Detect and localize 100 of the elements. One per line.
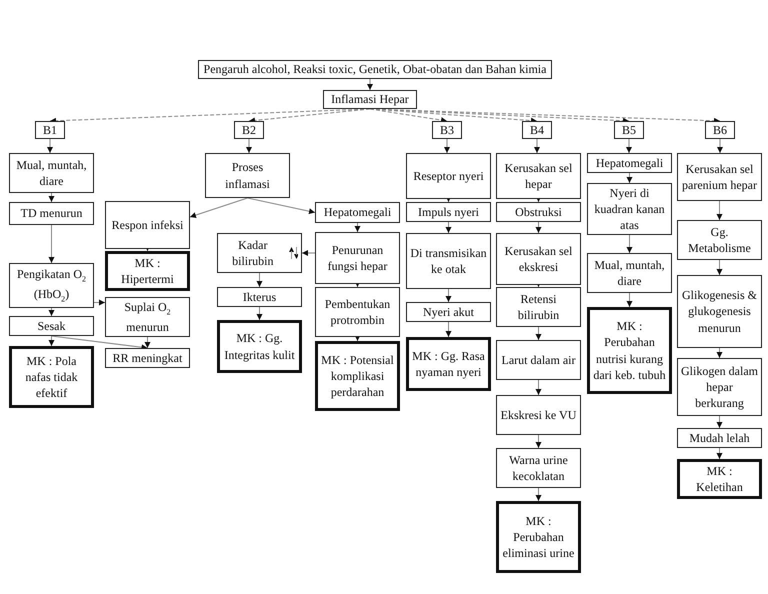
process-box xyxy=(496,340,581,380)
node-text: Proses inflamasi xyxy=(224,159,271,192)
diagnosis-box xyxy=(9,346,94,408)
arrow xyxy=(256,306,262,320)
process-box xyxy=(496,153,581,199)
diagnosis-box xyxy=(315,341,400,411)
node-text: MK : Pola nafas tidak efektif xyxy=(24,352,79,402)
process-box xyxy=(234,121,264,139)
arrow xyxy=(94,300,106,306)
process-box xyxy=(406,202,491,222)
arrow xyxy=(444,138,450,154)
process-box xyxy=(406,233,491,289)
node-text: MK : Gg. Integritas kulit xyxy=(223,330,296,363)
arrow xyxy=(536,380,542,396)
arrow xyxy=(302,250,316,256)
process-box xyxy=(406,302,491,322)
process-box xyxy=(614,121,644,139)
process-box xyxy=(9,263,94,308)
process-box xyxy=(323,90,417,109)
arrow xyxy=(536,488,542,502)
node-text: Nyeri akut xyxy=(423,304,474,320)
process-box xyxy=(496,202,581,222)
node-text: Pengaruh alcohol, Reaksi toxic, Genetik, Obat-obatan dan Bahan kimia xyxy=(204,61,546,78)
arrow xyxy=(248,108,370,124)
process-box xyxy=(105,201,190,249)
arrow xyxy=(256,272,262,288)
arrow xyxy=(716,448,722,460)
node-text: Ikterus xyxy=(242,288,276,306)
process-box xyxy=(587,153,672,173)
arrow xyxy=(51,336,148,350)
process-box xyxy=(496,287,581,327)
process-box xyxy=(406,153,491,199)
node-text: Penurunan fungsi hepar xyxy=(326,242,388,274)
node-text: Glikogenesis & glukogenesis menurun xyxy=(681,287,758,336)
node-text: Pembentukan protrombin xyxy=(324,296,392,328)
process-box xyxy=(705,121,735,139)
arrow xyxy=(626,172,632,184)
node-text: Respon infeksi xyxy=(112,216,184,234)
arrow xyxy=(716,260,722,276)
arrow xyxy=(370,108,448,124)
arrow xyxy=(446,222,452,234)
process-box xyxy=(587,183,672,235)
process-box xyxy=(9,316,94,336)
node-text: Suplai O$_{2}$ menurun xyxy=(123,299,172,335)
process-box xyxy=(315,202,400,223)
node-text: Retensi bilirubin xyxy=(516,290,560,324)
node-text: MK : Keletihan xyxy=(695,462,744,496)
process-box xyxy=(35,121,65,139)
node-text: Obstruksi xyxy=(515,204,562,220)
arrow xyxy=(48,336,54,346)
arrow xyxy=(246,138,252,154)
node-text: Gg. Metabolisme xyxy=(687,224,752,256)
node-text: Sesak xyxy=(38,318,66,334)
process-box xyxy=(496,448,581,488)
process-box xyxy=(315,287,400,337)
node-text: B5 xyxy=(622,122,636,138)
arrow xyxy=(48,224,54,264)
process-box xyxy=(677,275,762,348)
process-box xyxy=(496,395,581,435)
node-text: MK : Potensial komplikasi perdarahan xyxy=(321,352,394,400)
node-text: Di transmisikan ke otak xyxy=(410,244,487,278)
process-box xyxy=(522,121,552,139)
process-box xyxy=(587,253,672,293)
node-text: MK : Gg. Rasa nyaman nyeri xyxy=(412,348,485,380)
arrow xyxy=(48,308,54,316)
node-text: Hepatomegali xyxy=(324,204,392,221)
node-text: RR meningkat xyxy=(112,350,182,366)
process-box xyxy=(677,153,762,201)
node-text: Warna urine kecoklatan xyxy=(508,452,569,484)
node-text: Larut dalam air xyxy=(502,352,576,368)
arrow xyxy=(534,138,540,154)
arrow xyxy=(536,222,542,234)
node-text: Glikogen dalam hepar berkurang xyxy=(681,362,758,412)
process-box xyxy=(677,220,762,260)
process-box xyxy=(217,287,302,307)
arrow xyxy=(716,416,722,428)
node-text: Mual, muntah, diare xyxy=(593,256,666,290)
arrow xyxy=(536,326,542,340)
arrow xyxy=(716,200,722,220)
arrow xyxy=(446,288,452,302)
node-text: Pengikatan O$_{2}$ (HbO$_{2}$) xyxy=(16,266,87,305)
diagnosis-box xyxy=(105,251,190,291)
arrow xyxy=(626,138,632,154)
node-text: B3 xyxy=(440,122,454,138)
node-text: B2 xyxy=(242,122,256,138)
node-text: Kadar bilirubin xyxy=(231,236,274,270)
process-box xyxy=(315,232,400,284)
process-box xyxy=(205,153,290,198)
diagnosis-box xyxy=(677,459,762,499)
arrow xyxy=(536,434,542,448)
node-text: Mual, muntah, diare xyxy=(15,156,88,190)
node-text: Ekskresi ke VU xyxy=(500,406,576,424)
node-text: Kerusakan sel parenium hepar xyxy=(681,160,758,194)
arrow xyxy=(48,192,54,202)
node-text: Impuls nyeri xyxy=(418,204,479,220)
node-text: Reseptor nyeri xyxy=(413,168,484,184)
node-text: B6 xyxy=(712,122,727,138)
process-box xyxy=(432,121,462,139)
arrow xyxy=(626,292,632,308)
arrow xyxy=(716,348,722,358)
